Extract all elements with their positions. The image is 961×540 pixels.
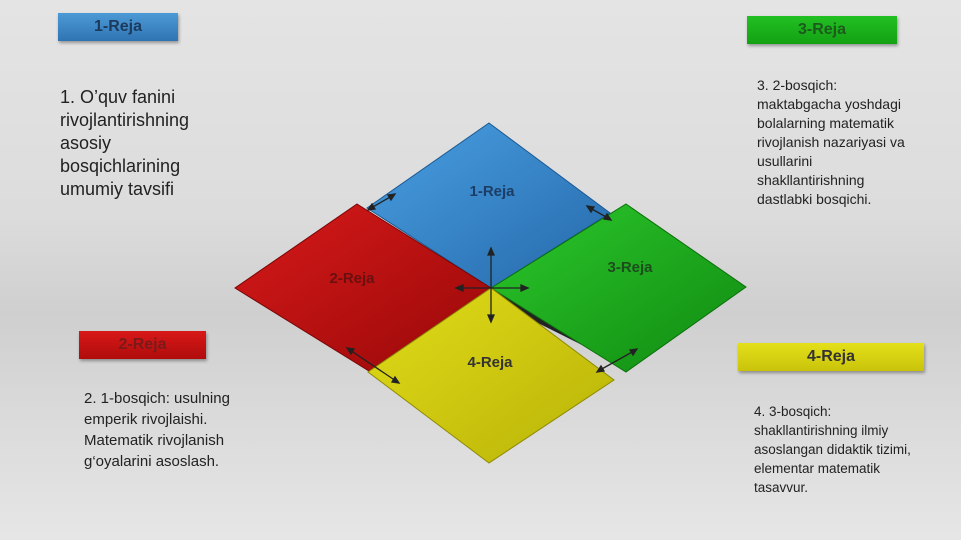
center-arrows: [454, 246, 530, 324]
tile-green: [490, 203, 747, 373]
description-3: 3. 2-bosqich: maktabgacha yoshdagi bolal…: [757, 77, 905, 207]
tile-yellow: [367, 287, 615, 464]
label-box-1: 1-Reja: [58, 13, 178, 41]
tile-label-1: 1-Reja: [469, 183, 515, 200]
corner-arrows: [345, 193, 639, 384]
description-2: 2. 1-bosqich: usulning emperik rivojlais…: [84, 390, 230, 470]
tile-label-3: 3-Reja: [607, 259, 653, 276]
description-1: 1. O’quv fanini rivojlantirishning asosi…: [60, 87, 190, 199]
label-box-2: 2-Reja: [79, 331, 206, 359]
tile-label-4: 4-Reja: [467, 354, 513, 371]
tile-label-2: 2-Reja: [329, 270, 375, 287]
label-box-3: 3-Reja: [747, 16, 897, 44]
label-box-4: 4-Reja: [738, 343, 924, 371]
description-4: 4. 3-bosqich: shakllantirishning ilmiy a…: [754, 404, 911, 495]
